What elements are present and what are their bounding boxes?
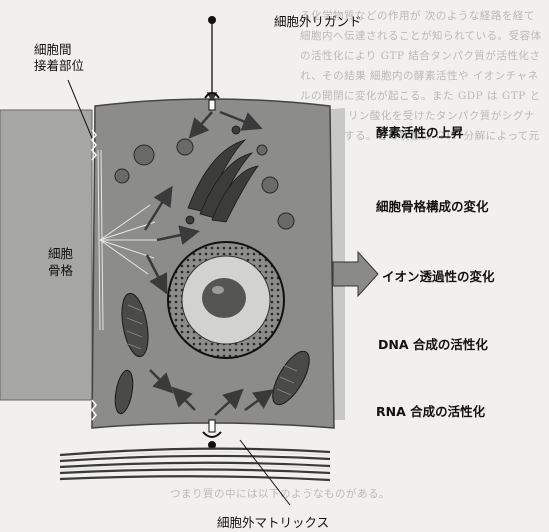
- neighbor-cell-left: [0, 110, 92, 400]
- label-dna-synthesis: DNA 合成の活性化: [378, 334, 488, 353]
- label-cell-junction: 細胞間 接着部位: [34, 42, 84, 74]
- label-extracellular-ligand: 細胞外リガンド: [274, 11, 362, 30]
- label-enzyme-activity: 酵素活性の上昇: [376, 122, 464, 141]
- label-cytoskeleton-change: 細胞骨格構成の変化: [376, 196, 489, 215]
- label-rna-synthesis: RNA 合成の活性化: [376, 401, 485, 420]
- receptor-top-icon: [205, 16, 219, 110]
- label-cytoskeleton: 細胞 骨格: [48, 245, 73, 279]
- label-ion-permeability: イオン透過性の変化: [382, 266, 495, 285]
- receptor-bottom-icon: [203, 420, 221, 449]
- nucleus: [168, 242, 284, 358]
- label-extracellular-matrix: 細胞外マトリックス: [217, 512, 329, 531]
